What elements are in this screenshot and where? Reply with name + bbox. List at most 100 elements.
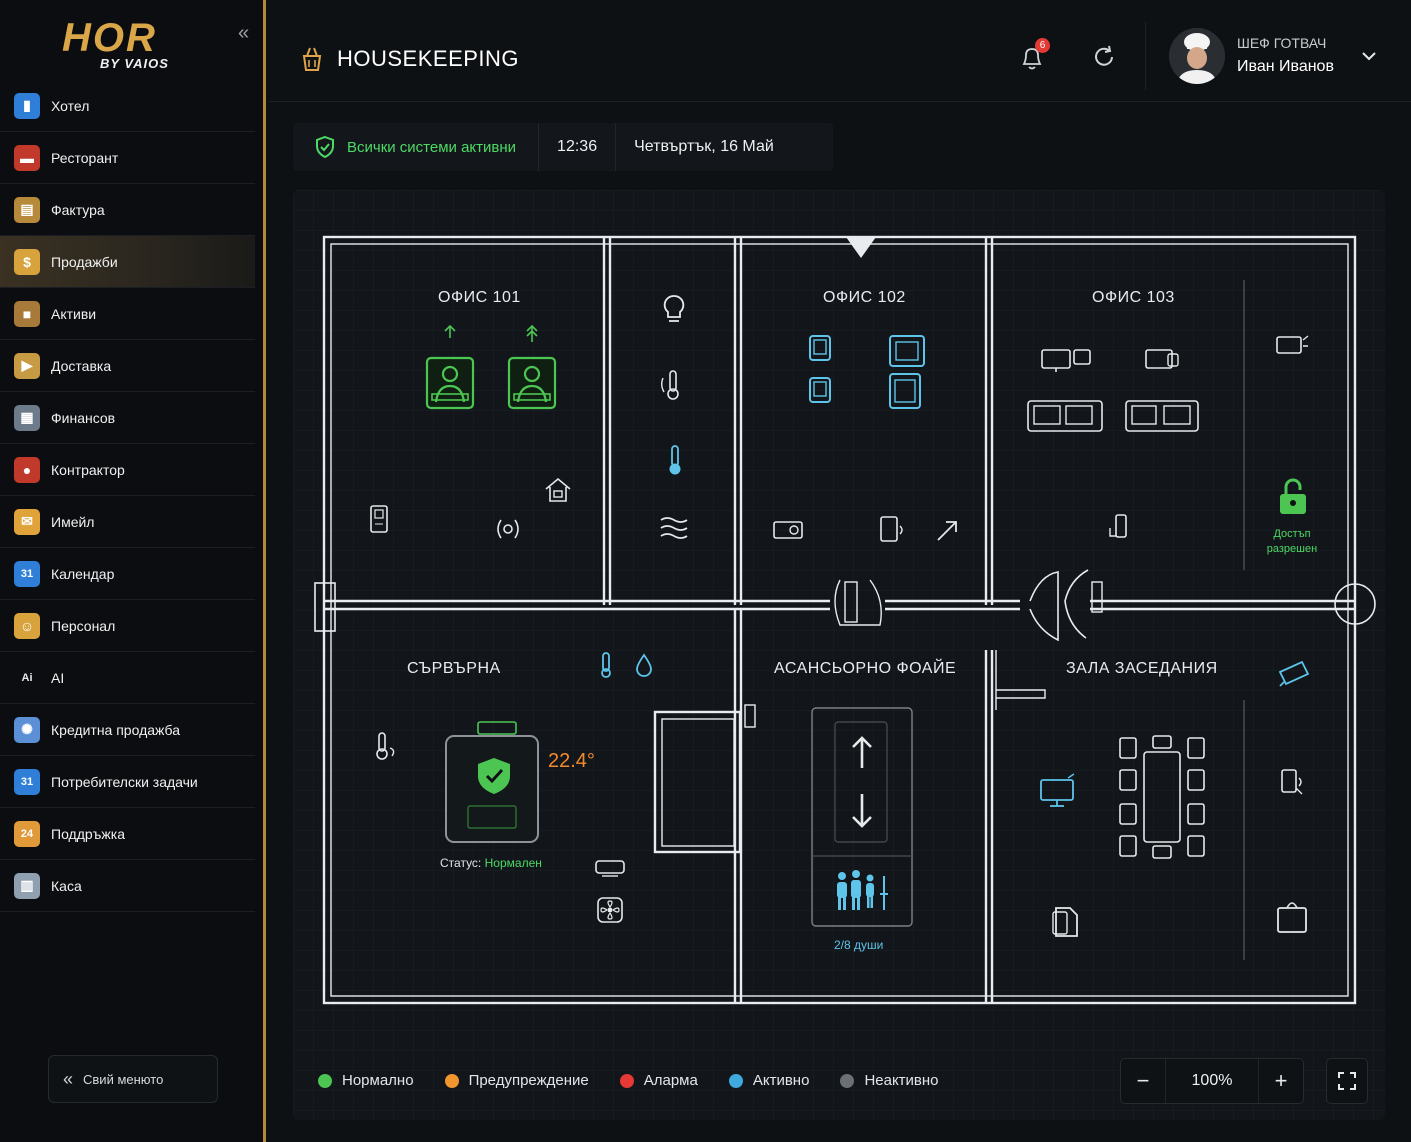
access-panel-icon[interactable] (368, 504, 390, 534)
systems-status-text: Всички системи активни (347, 138, 517, 156)
sidebar-item-label: Активи (51, 305, 97, 322)
smart-device-icon[interactable] (878, 514, 906, 546)
computer-workstation-icon[interactable] (1144, 346, 1182, 374)
temperature-sensor-icon[interactable] (370, 730, 400, 764)
sidebar-item-4[interactable]: ■Активи (0, 288, 255, 340)
zoom-in-button[interactable]: + (1274, 1068, 1288, 1093)
invoice-icon: ▤ (14, 196, 40, 223)
light-bulb-icon[interactable] (660, 293, 688, 327)
pointer-sensor-icon[interactable] (934, 518, 962, 544)
workstation-occupied-icon[interactable] (424, 322, 476, 412)
mail-icon: ✉ (14, 508, 40, 535)
air-conditioner-icon[interactable] (594, 858, 626, 880)
current-date: Четвъртък, 16 Май (634, 138, 774, 155)
sidebar-item-12[interactable]: ✺Кредитна продажба (0, 704, 255, 756)
bell-icon[interactable] (1019, 44, 1045, 72)
conference-table-icon (1119, 735, 1205, 859)
refresh-icon[interactable] (1091, 44, 1117, 70)
header-divider (1145, 22, 1146, 90)
people-occupancy-icon (837, 870, 888, 910)
sidebar-item-5[interactable]: ▶Доставка (0, 340, 255, 392)
sidebar-item-6[interactable]: ▦Финансов (0, 392, 255, 444)
chef-avatar-icon (1169, 28, 1225, 84)
thermometer-icon[interactable] (658, 368, 688, 402)
water-drop-icon[interactable] (634, 652, 654, 678)
motion-sensor-icon[interactable] (492, 516, 524, 542)
sidebar: HOR BY VAIOS « ▮Хотел▬Ресторант ▤ Фактура $… (0, 0, 266, 1142)
brand-logo[interactable]: HOR BY VAIOS (62, 18, 182, 72)
home-sensor-icon[interactable] (543, 476, 573, 504)
current-time: 12:36 (557, 138, 598, 155)
fullscreen-button[interactable] (1326, 1058, 1368, 1104)
user-role: ШЕФ ГОТВАЧ (1237, 35, 1327, 51)
projector-icon[interactable] (772, 518, 804, 542)
smart-switch-icon[interactable] (1106, 512, 1134, 542)
thermometer-active-icon[interactable] (594, 650, 618, 680)
page-title: HOUSEKEEPING (337, 46, 520, 71)
double-chevron-left-icon: « (63, 1068, 74, 1089)
sidebar-item-1[interactable]: ▬Ресторант (0, 132, 255, 184)
zoom-level: 100% (1165, 1059, 1259, 1103)
sidebar-item-label: Кредитна продажба (51, 721, 181, 738)
workstation-occupied-icon[interactable] (506, 322, 558, 412)
elevator-occupancy: 2/8 души (834, 938, 884, 952)
phone-sensor-icon[interactable] (1278, 766, 1308, 798)
sidebar-item-0[interactable]: ▮Хотел (0, 80, 255, 132)
access-text-line-2: разрешен (1266, 543, 1318, 555)
sidebar-item-15[interactable]: ▥Каса (0, 860, 255, 912)
thermometer-active-icon[interactable] (662, 443, 688, 477)
sidebar-item-3[interactable]: $ Продажби (0, 236, 255, 288)
zoom-out-button[interactable]: − (1136, 1068, 1150, 1093)
collapse-menu-button[interactable]: « Свий менюто (48, 1055, 218, 1103)
room-label-office-103: ОФИС 103 (1092, 289, 1175, 306)
server-rack-icon[interactable] (444, 720, 540, 846)
money-bag-icon: $ (14, 248, 40, 275)
fan-icon[interactable] (596, 896, 624, 924)
computer-workstation-icon[interactable] (1026, 398, 1104, 434)
legend-dot (840, 1073, 855, 1088)
sidebar-item-label: Доставка (51, 357, 112, 374)
sidebar-item-label: Каса (51, 877, 82, 894)
legend-item: Активно (728, 1072, 809, 1089)
contractor-icon: ● (14, 456, 40, 483)
sidebar-item-8[interactable]: ✉Имейл (0, 496, 255, 548)
lock-open-icon[interactable] (1276, 476, 1310, 518)
legend-label: Неактивно (864, 1072, 939, 1089)
legend-label: Аларма (643, 1072, 698, 1089)
sidebar-item-label: Продажби (51, 253, 118, 270)
bag-icon[interactable] (1274, 896, 1310, 936)
monitor-icon[interactable] (1274, 332, 1310, 360)
legend-item: Аларма (619, 1072, 698, 1089)
sidebar-item-label: Календар (51, 565, 115, 582)
chairs-active-icon[interactable] (806, 332, 834, 412)
sidebar-item-label: Фактура (51, 201, 105, 218)
chevron-down-icon[interactable] (1361, 48, 1377, 64)
room-label-lobby: АСАНСЬОРНО ФОАЙЕ (774, 660, 957, 677)
computer-workstation-icon[interactable] (1040, 346, 1092, 374)
computer-workstation-icon[interactable] (1124, 398, 1200, 434)
zoom-control: − 100% + (1120, 1058, 1304, 1104)
legend-dot (318, 1073, 332, 1088)
sidebar-item-7[interactable]: ●Контрактор (0, 444, 255, 496)
double-chevron-left-icon[interactable]: « (238, 22, 250, 44)
access-text-line-1: Достъп (1273, 528, 1311, 540)
security-camera-icon[interactable] (1276, 656, 1312, 688)
document-icon[interactable] (1050, 904, 1082, 940)
humidity-waves-icon[interactable] (658, 514, 690, 542)
avatar[interactable] (1169, 28, 1225, 84)
sidebar-nav: ▮Хотел▬Ресторант ▤ Фактура $ Продажби ■Активи… (0, 80, 263, 912)
sidebar-item-2[interactable]: ▤ Фактура (0, 184, 255, 236)
legend-item: Предупреждение (444, 1072, 589, 1089)
desks-active-icon[interactable] (886, 332, 930, 412)
legend-dot (444, 1073, 459, 1088)
sidebar-item-10[interactable]: ☺Персонал (0, 600, 255, 652)
room-label-office-102: ОФИС 102 (823, 289, 906, 306)
display-active-icon[interactable] (1038, 772, 1078, 810)
room-label-server: СЪРВЪРНА (407, 660, 501, 677)
divider (615, 123, 617, 171)
elevator-arrows-icon[interactable] (848, 734, 876, 830)
